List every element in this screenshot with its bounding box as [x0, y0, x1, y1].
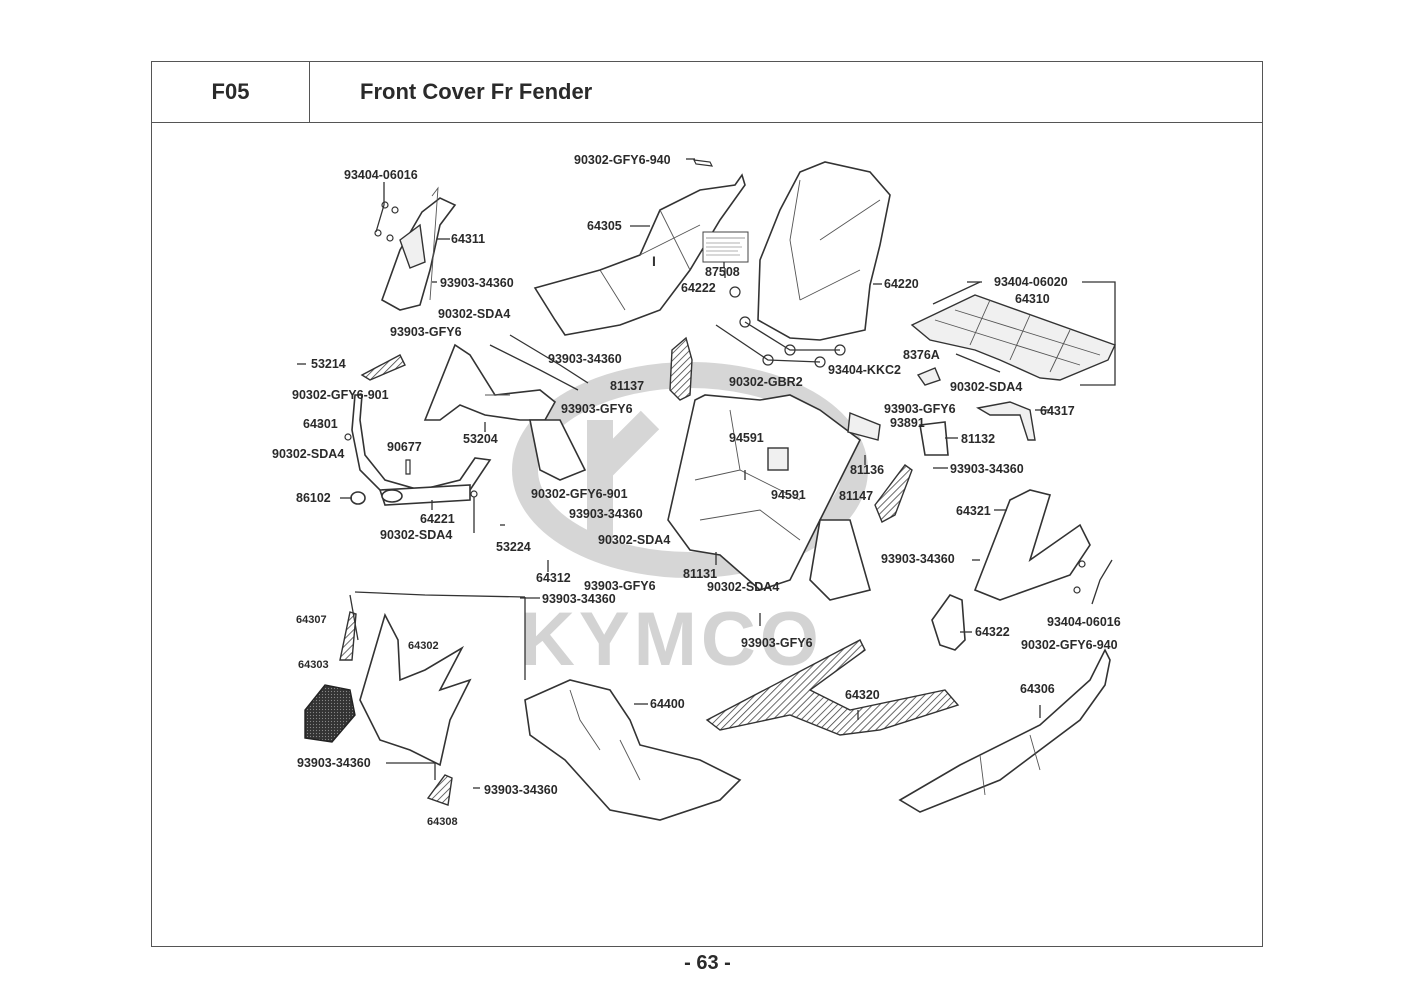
- label-93903-34360: 93903-34360: [950, 462, 1024, 476]
- label-90302-SDA4: 90302-SDA4: [438, 307, 510, 321]
- label-64322: 64322: [975, 625, 1010, 639]
- label-64221: 64221: [420, 512, 455, 526]
- label-90302-GFY6-901: 90302-GFY6-901: [531, 487, 628, 501]
- label-8376A: 8376A: [903, 348, 940, 362]
- label-64311: 64311: [451, 232, 485, 246]
- label-90302-GFY6-901: 90302-GFY6-901: [292, 388, 389, 402]
- label-93903-GFY6: 93903-GFY6: [390, 325, 462, 339]
- label-90302-GFY6-940: 90302-GFY6-940: [574, 153, 671, 167]
- part-64306-side-cover: [898, 648, 1111, 813]
- label-64307: 64307: [296, 614, 327, 626]
- label-90302-SDA4: 90302-SDA4: [598, 533, 670, 547]
- label-93404-06016: 93404-06016: [344, 168, 418, 182]
- label-90677: 90677: [387, 440, 422, 454]
- part-64320-floor-mat: [705, 639, 960, 736]
- label-64306: 64306: [1020, 682, 1055, 696]
- label-81136: 81136: [850, 463, 884, 477]
- label-81131: 81131: [683, 567, 717, 581]
- part-64301-64221-shape: [344, 394, 492, 506]
- label-93903-GFY6: 93903-GFY6: [561, 402, 633, 416]
- part-81131-inner-cover: [667, 367, 1036, 601]
- label-64310: 64310: [1015, 292, 1050, 306]
- label-93404-KKC2: 93404-KKC2: [828, 363, 901, 377]
- part-53204-shape: [423, 334, 589, 481]
- label-90302-SDA4: 90302-SDA4: [707, 580, 779, 594]
- label-86102: 86102: [296, 491, 331, 505]
- label-93903-34360: 93903-34360: [484, 783, 558, 797]
- label-93903-34360: 93903-34360: [548, 352, 622, 366]
- label-64308: 64308: [427, 816, 458, 828]
- label-64321: 64321: [956, 504, 991, 518]
- label-90302-SDA4: 90302-SDA4: [380, 528, 452, 542]
- part-53214-shape: [360, 354, 406, 381]
- label-90302-SDA4: 90302-SDA4: [950, 380, 1022, 394]
- label-53224: 53224: [496, 540, 531, 554]
- label-93891: 93891: [890, 416, 925, 430]
- label-64220: 64220: [884, 277, 919, 291]
- label-53214: 53214: [311, 357, 346, 371]
- label-93903-34360: 93903-34360: [440, 276, 514, 290]
- caution-label-87508: [702, 231, 749, 268]
- svg-text:I: I: [652, 253, 656, 269]
- watermark-k-glyph: [587, 410, 660, 540]
- label-53204: 53204: [463, 432, 498, 446]
- label-64302: 64302: [408, 640, 439, 652]
- label-90302-SDA4: 90302-SDA4: [272, 447, 344, 461]
- part-64302-front-fairing: [304, 591, 526, 806]
- part-64305-shape: I: [533, 159, 746, 336]
- label-64303: 64303: [298, 659, 329, 671]
- label-90302-GBR2: 90302-GBR2: [729, 375, 803, 389]
- label-93404-06016: 93404-06016: [1047, 615, 1121, 629]
- page-title-text: Front Cover Fr Fender: [360, 79, 593, 104]
- label-81147: 81147: [839, 489, 873, 503]
- label-93903-34360: 93903-34360: [881, 552, 955, 566]
- part-64311-shape: [374, 182, 457, 311]
- label-64400: 64400: [650, 697, 685, 711]
- label-94591: 94591: [771, 488, 806, 502]
- label-64301: 64301: [303, 417, 338, 431]
- kymco-watermark: KYMCO: [512, 362, 868, 682]
- label-64320: 64320: [845, 688, 880, 702]
- label-93903-GFY6: 93903-GFY6: [584, 579, 656, 593]
- label-64317: 64317: [1040, 404, 1075, 418]
- part-64220-windscreen: [715, 161, 891, 368]
- page-title: Front Cover Fr Fender: [308, 61, 1263, 123]
- page-number: - 63 -: [684, 952, 731, 974]
- label-94591: 94591: [729, 431, 764, 445]
- leader-lines: [297, 158, 1050, 789]
- part-64310-panel: [910, 281, 1116, 386]
- watermark-text: KYMCO: [520, 597, 823, 682]
- label-87508: 87508: [705, 265, 740, 279]
- part-labels: 93404-06016 64311 93903-34360 90302-GFY6…: [272, 153, 1121, 828]
- label-93903-GFY6: 93903-GFY6: [884, 402, 956, 416]
- part-81137-shape: [669, 336, 693, 401]
- label-93903-34360: 93903-34360: [297, 756, 371, 770]
- section-code: F05: [151, 61, 310, 123]
- label-64312: 64312: [536, 571, 571, 585]
- label-64222: 64222: [681, 281, 716, 295]
- part-64321-64322-shape: [931, 489, 1113, 651]
- label-81132: 81132: [961, 432, 995, 446]
- label-93903-34360: 93903-34360: [542, 592, 616, 606]
- label-64305: 64305: [587, 219, 622, 233]
- label-81137: 81137: [610, 379, 644, 393]
- label-93903-GFY6: 93903-GFY6: [741, 636, 813, 650]
- label-90302-GFY6-940: 90302-GFY6-940: [1021, 638, 1118, 652]
- label-93903-34360: 93903-34360: [569, 507, 643, 521]
- part-64400-lower-cover: [524, 679, 742, 821]
- label-93404-06020: 93404-06020: [994, 275, 1068, 289]
